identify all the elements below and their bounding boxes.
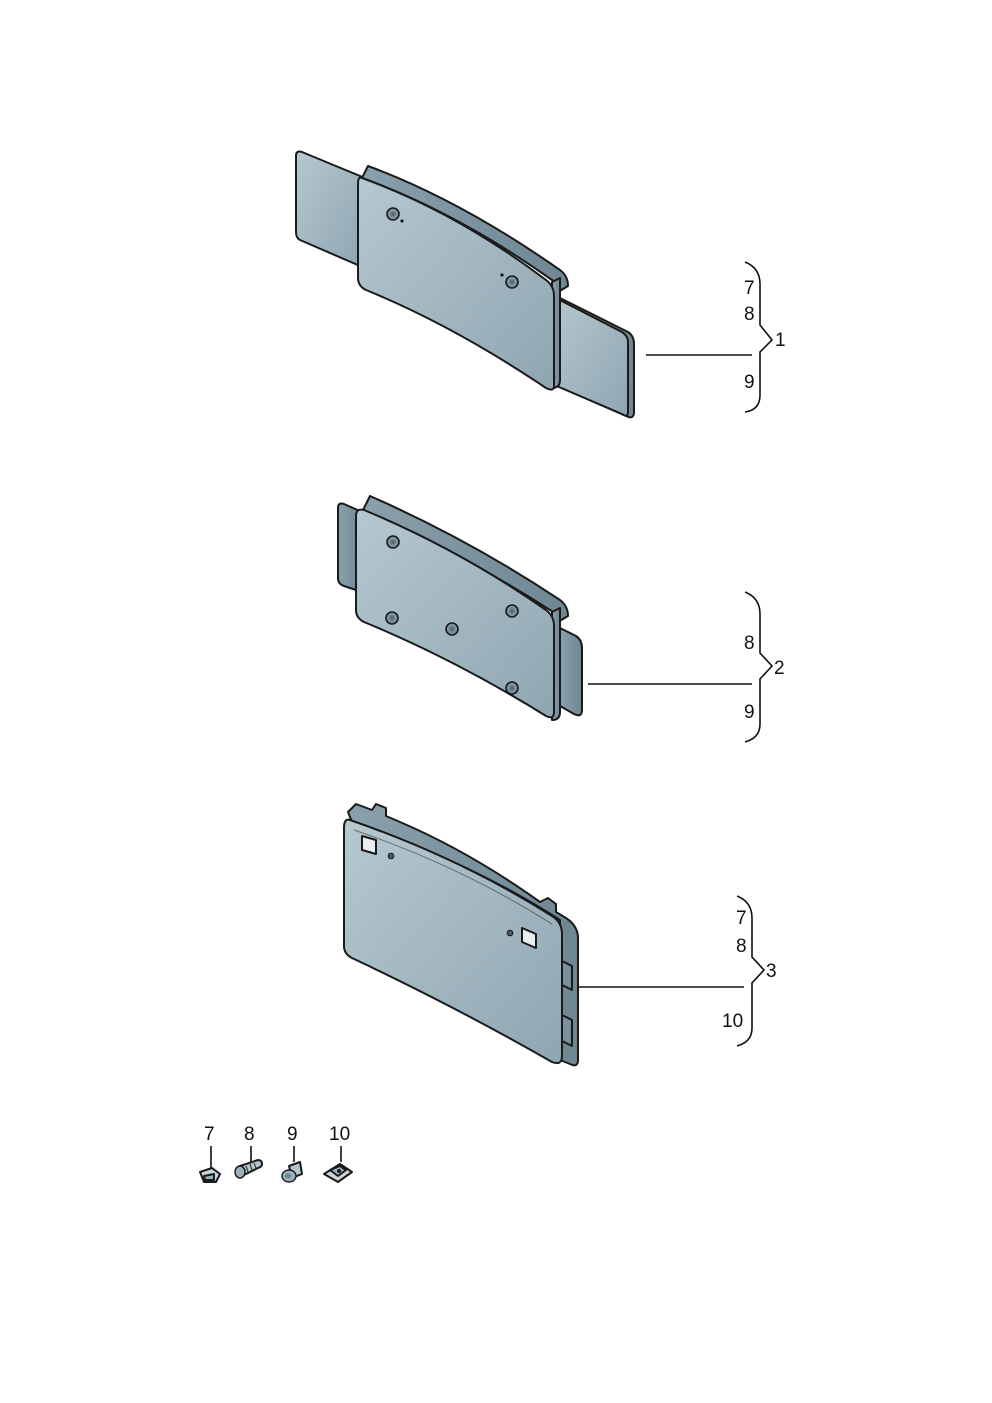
callout-assembly-3: 7 8 10 3 — [578, 895, 777, 1047]
callout-assembly-ref-2: 2 — [774, 658, 785, 679]
small-part-label: 10 — [329, 1124, 350, 1145]
callout-part-8: 8 — [744, 304, 755, 325]
small-part-label: 7 — [204, 1124, 215, 1145]
small-part-7: 7 — [199, 1124, 221, 1183]
license-plate-bracket-2 — [337, 495, 583, 721]
small-part-10: 10 — [323, 1124, 353, 1183]
callout-part-7: 7 — [736, 908, 747, 929]
small-part-label: 8 — [244, 1124, 255, 1145]
mounting-hole — [386, 207, 404, 223]
callout-part-9: 9 — [744, 702, 755, 723]
mounting-hole — [505, 681, 519, 695]
callout-part-8: 8 — [736, 936, 747, 957]
spring-nut-icon — [323, 1163, 353, 1183]
mounting-hole — [386, 535, 400, 549]
callout-assembly-ref-1: 1 — [775, 330, 786, 351]
mounting-hole — [385, 611, 399, 625]
plug-icon — [281, 1161, 303, 1183]
callout-part-8: 8 — [744, 633, 755, 654]
small-part-8: 8 — [234, 1124, 263, 1179]
small-part-label: 9 — [287, 1124, 298, 1145]
callout-assembly-1: 7 8 9 1 — [646, 261, 786, 413]
callout-part-9: 9 — [744, 372, 755, 393]
mounting-hole — [500, 273, 519, 289]
license-plate-bracket-1 — [295, 150, 635, 419]
clip-nut-icon — [199, 1167, 221, 1183]
callout-assembly-2: 8 9 2 — [588, 591, 785, 743]
callout-assembly-ref-3: 3 — [766, 961, 777, 982]
mounting-hole — [445, 622, 459, 636]
callout-part-10: 10 — [722, 1011, 743, 1032]
mounting-hole — [505, 604, 519, 618]
callout-part-7: 7 — [744, 278, 755, 299]
small-part-9: 9 — [281, 1124, 303, 1183]
screw-icon — [234, 1159, 263, 1179]
license-plate-holder-3 — [343, 803, 579, 1067]
